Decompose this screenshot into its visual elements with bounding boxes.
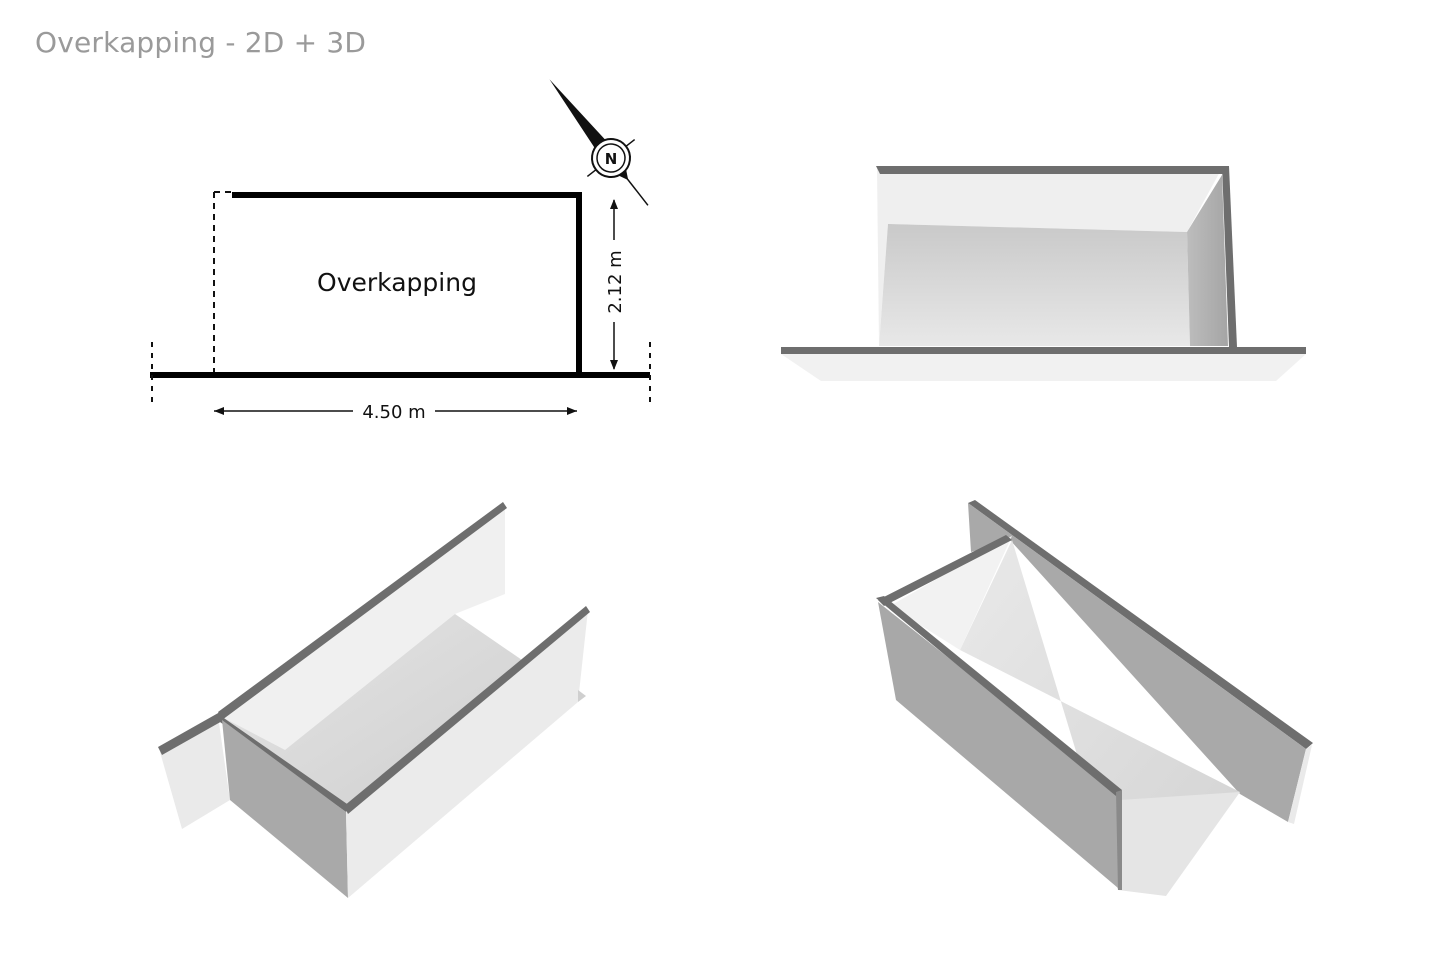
back-wall-face bbox=[877, 168, 1222, 345]
end-wall-top bbox=[218, 714, 350, 812]
right-wall-face bbox=[1187, 175, 1228, 346]
compass-north-letter: N bbox=[605, 150, 618, 168]
short-wall-top bbox=[878, 535, 1012, 606]
page-title: Overkapping - 2D + 3D bbox=[35, 26, 367, 59]
floor-strip bbox=[1118, 792, 1240, 896]
back-wall-top bbox=[876, 166, 1229, 174]
compass-icon: N bbox=[549, 79, 649, 206]
width-dimension-label: 4.50 m bbox=[362, 402, 425, 423]
floor bbox=[220, 614, 522, 808]
front-wall-face bbox=[781, 354, 1306, 381]
floor bbox=[879, 224, 1190, 346]
back-wall-top bbox=[218, 502, 507, 720]
height-dimension: 2.12 m bbox=[605, 199, 626, 370]
room-label: Overkapping bbox=[317, 268, 477, 297]
front-wall-end bbox=[578, 690, 586, 702]
front-wall-top bbox=[876, 596, 1122, 796]
front-wall-face bbox=[346, 610, 588, 898]
width-dimension: 4.50 m bbox=[214, 402, 577, 423]
back-wall-face bbox=[220, 505, 505, 750]
front-wall-end bbox=[1116, 790, 1122, 890]
end-wall-face bbox=[222, 720, 348, 898]
left-stub-wall-top bbox=[158, 712, 224, 755]
far-wall-end bbox=[1288, 745, 1312, 824]
height-dimension-label: 2.12 m bbox=[605, 250, 626, 313]
right-wall-top bbox=[1222, 166, 1237, 347]
far-wall-face bbox=[968, 503, 1306, 822]
front-wall-top bbox=[781, 347, 1306, 354]
front-wall-face bbox=[878, 602, 1118, 888]
far-wall-top bbox=[968, 500, 1313, 749]
front-wall-top bbox=[344, 606, 590, 814]
short-wall-face bbox=[890, 536, 1012, 650]
